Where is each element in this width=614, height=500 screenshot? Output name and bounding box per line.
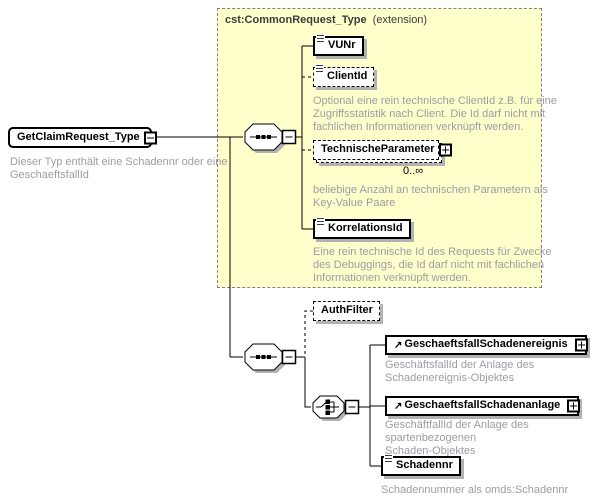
collapse-toggle[interactable] xyxy=(344,399,360,415)
base-type-label: cst:CommonRequest_Type xyxy=(225,14,367,26)
element-vunr[interactable]: VUNr xyxy=(313,34,364,56)
element-authfilter[interactable]: AuthFilter xyxy=(313,301,380,321)
element-label: GeschaeftsfallSchadenanlage xyxy=(404,399,561,411)
element-label: AuthFilter xyxy=(321,304,373,316)
element-label: KorrelationsId xyxy=(328,222,403,234)
annotation-text: Schadennummer als omds:Schadennr xyxy=(381,484,569,496)
element-label: VUNr xyxy=(328,39,356,51)
expand-toggle[interactable] xyxy=(574,338,588,352)
collapse-toggle[interactable] xyxy=(281,349,297,365)
element-content-icon xyxy=(316,217,325,226)
sequence-connector[interactable] xyxy=(243,123,299,157)
element-schadennr[interactable]: Schadennr xyxy=(381,454,461,476)
annotation-text: Dieser Typ enthält eine Schadennr oder e… xyxy=(10,156,228,181)
annotation-text: Eine rein technische Id des Requests für… xyxy=(313,246,552,284)
element-label: GetClaimRequest_Type xyxy=(17,131,140,143)
extension-group-title: cst:CommonRequest_Type (extension) xyxy=(225,14,427,26)
multiplicity-label: 0..∞ xyxy=(403,165,424,177)
element-label: TechnischeParameter xyxy=(321,143,435,155)
collapse-toggle[interactable] xyxy=(281,129,297,145)
element-getclaimrequest-type[interactable]: GetClaimRequest_Type xyxy=(8,127,157,148)
element-technischeparameter[interactable]: TechnischeParameter xyxy=(313,140,452,160)
element-content-icon xyxy=(316,34,325,43)
annotation-text: GeschäftsfallId der Anlage des Schadener… xyxy=(385,359,535,384)
element-label: ClientId xyxy=(327,70,368,82)
element-clientid[interactable]: ClientId xyxy=(313,64,375,87)
choice-icon xyxy=(316,399,339,415)
element-content-icon xyxy=(315,64,324,73)
collapse-toggle[interactable] xyxy=(143,131,157,144)
expand-toggle[interactable] xyxy=(567,399,581,413)
element-label: Schadennr xyxy=(396,459,453,471)
annotation-text: Optional eine rein technische ClientId z… xyxy=(313,95,557,133)
extension-annotation-label: (extension) xyxy=(372,14,428,26)
element-label: GeschaeftsfallSchadenereignis xyxy=(404,338,568,350)
sequence-connector[interactable] xyxy=(243,343,299,377)
expand-toggle[interactable] xyxy=(439,143,452,157)
reference-icon: ↗ xyxy=(394,401,403,412)
element-geschaeftsfallschadenanlage[interactable]: ↗GeschaeftsfallSchadenanlage xyxy=(385,396,581,416)
element-korrelationsid[interactable]: KorrelationsId xyxy=(313,217,411,239)
element-content-icon xyxy=(384,454,393,463)
annotation-text: GeschäftfallId der Anlage des spartenbez… xyxy=(385,419,529,457)
annotation-text: beliebige Anzahl an technischen Paramete… xyxy=(313,184,548,209)
choice-connector[interactable] xyxy=(311,395,363,425)
element-geschaeftsfallschadenereignis[interactable]: ↗GeschaeftsfallSchadenereignis xyxy=(385,335,588,355)
reference-icon: ↗ xyxy=(394,340,403,351)
